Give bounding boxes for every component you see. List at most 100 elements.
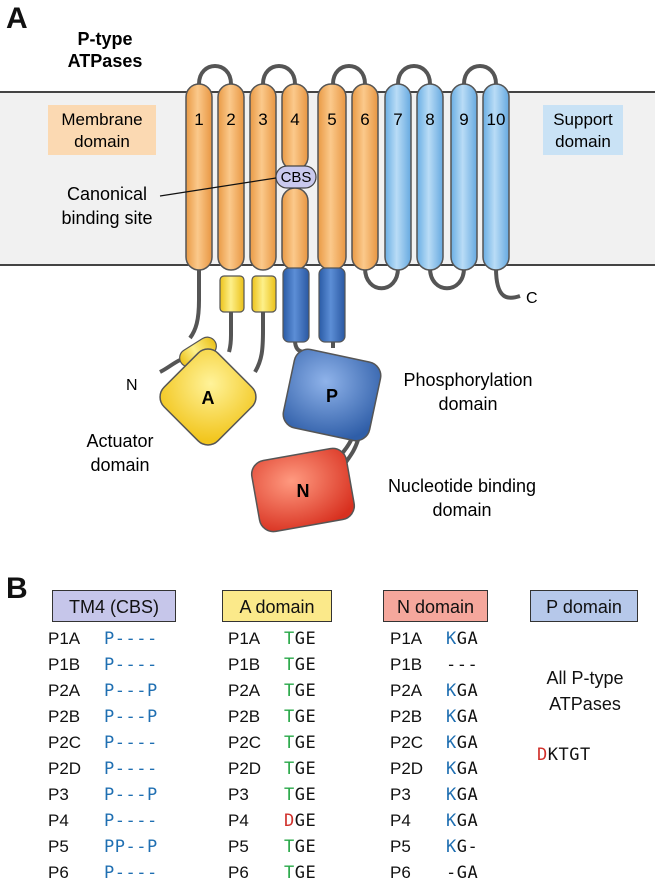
p-domain-text-2: ATPases [549, 694, 621, 714]
a-row-label: P2C [228, 733, 262, 752]
n-row-rest: GA [456, 759, 479, 779]
n-row-rest: GA [456, 811, 479, 831]
list-item: P2C KGA [390, 730, 478, 756]
tm4-row-label: P2D [48, 759, 82, 778]
a-row-first: T [284, 629, 295, 649]
n-row-label: P2A [390, 681, 423, 700]
n-row-label: P2C [390, 733, 424, 752]
n-row-first: K [446, 837, 457, 857]
n-row-first: K [446, 629, 457, 649]
tm4-row-label: P3 [48, 785, 69, 804]
a-row-label: P2B [228, 707, 261, 726]
a-row-rest: GE [294, 681, 317, 701]
canonical-label-2: binding site [61, 208, 152, 228]
a-row-first: T [284, 785, 295, 805]
list-item: P4 DGE [228, 808, 316, 834]
helix-number-10: 10 [487, 110, 506, 129]
header-tm4-cbs: TM4 (CBS) [52, 590, 176, 622]
tm4-row-label: P6 [48, 863, 69, 882]
support-domain-label-1: Support [553, 110, 613, 129]
a-row-first: D [284, 811, 295, 831]
a-row-rest: GE [294, 811, 317, 831]
a-row-first: T [284, 733, 295, 753]
a-row-first: T [284, 681, 295, 701]
actuator-label-1: Actuator [86, 431, 153, 451]
c-terminus-label: C [526, 290, 538, 307]
n-row-first: K [446, 733, 457, 753]
p-domain-motif: DKTGT [537, 742, 591, 768]
title-line-1: P-type [77, 29, 132, 49]
list-item: P3 P---P [48, 782, 158, 808]
p-motif-rest: KTGT [547, 745, 591, 765]
a-row-label: P1A [228, 629, 261, 648]
a-row-first: T [284, 863, 295, 883]
list-item: P1B P---- [48, 652, 158, 678]
n-row-label: P1B [390, 655, 423, 674]
n-row-rest: -GA [446, 863, 479, 883]
panel-a-label: A [6, 2, 28, 35]
nucleotide-label-1: Nucleotide binding [388, 476, 536, 496]
a-row-rest: GE [294, 837, 317, 857]
helix-number-3: 3 [258, 110, 267, 129]
n-row-rest: GA [456, 681, 479, 701]
a-row-rest: GE [294, 759, 317, 779]
tm4-row-seq: P---P [104, 785, 158, 805]
helix-9 [450, 83, 478, 271]
list-item: P2C TGE [228, 730, 316, 756]
support-domain-box [543, 105, 623, 155]
a-row-label: P4 [228, 811, 249, 830]
domain-n-letter: N [297, 481, 310, 501]
a-row-rest: GE [294, 655, 317, 675]
cbs-pointer-line [159, 177, 277, 197]
helix-4-lower [281, 187, 309, 271]
cbs-badge [275, 165, 317, 189]
a-row-label: P6 [228, 863, 249, 882]
n-row-rest: GA [456, 785, 479, 805]
extracellular-loops [197, 64, 498, 85]
nucleotide-binding-domain [250, 447, 356, 533]
tm4-row-label: P1A [48, 629, 81, 648]
p-stalk-helix-2 [318, 267, 346, 343]
phospho-label-2: domain [438, 394, 497, 414]
a-row-label: P5 [228, 837, 249, 856]
a-row-first: T [284, 837, 295, 857]
a-row-label: P2A [228, 681, 261, 700]
n-row-rest: GA [456, 707, 479, 727]
n-row-first: K [446, 707, 457, 727]
helix-number-7: 7 [393, 110, 402, 129]
nucleotide-label-2: domain [432, 500, 491, 520]
n-row-first: K [446, 681, 457, 701]
p-domain-text-1: All P-type [546, 668, 624, 688]
tm4-row-seq: P---- [104, 733, 158, 753]
tm4-row-label: P1B [48, 655, 81, 674]
n-row-first: K [446, 759, 457, 779]
membrane-domain-label-2: domain [74, 132, 130, 151]
a-row-rest: GE [294, 733, 317, 753]
n-row-label: P1A [390, 629, 423, 648]
helix-7 [384, 83, 412, 271]
a-row-label: P1B [228, 655, 261, 674]
n-row-label: P6 [390, 863, 411, 882]
title-line-2: ATPases [68, 51, 143, 71]
tm4-row-seq: P---- [104, 655, 158, 675]
phosphorylation-domain [282, 348, 382, 442]
p-motif-first: D [537, 745, 548, 765]
tm4-row-seq: PP--P [104, 837, 158, 857]
helix-6 [351, 83, 379, 271]
n-row-rest: --- [446, 655, 479, 675]
tm4-row-seq: P---- [104, 811, 158, 831]
n-row-rest: GA [456, 733, 479, 753]
helix-number-1: 1 [194, 110, 203, 129]
tm4-row-seq: P---P [104, 681, 158, 701]
a-row-rest: GE [294, 707, 317, 727]
n-row-rest: GA [456, 629, 479, 649]
